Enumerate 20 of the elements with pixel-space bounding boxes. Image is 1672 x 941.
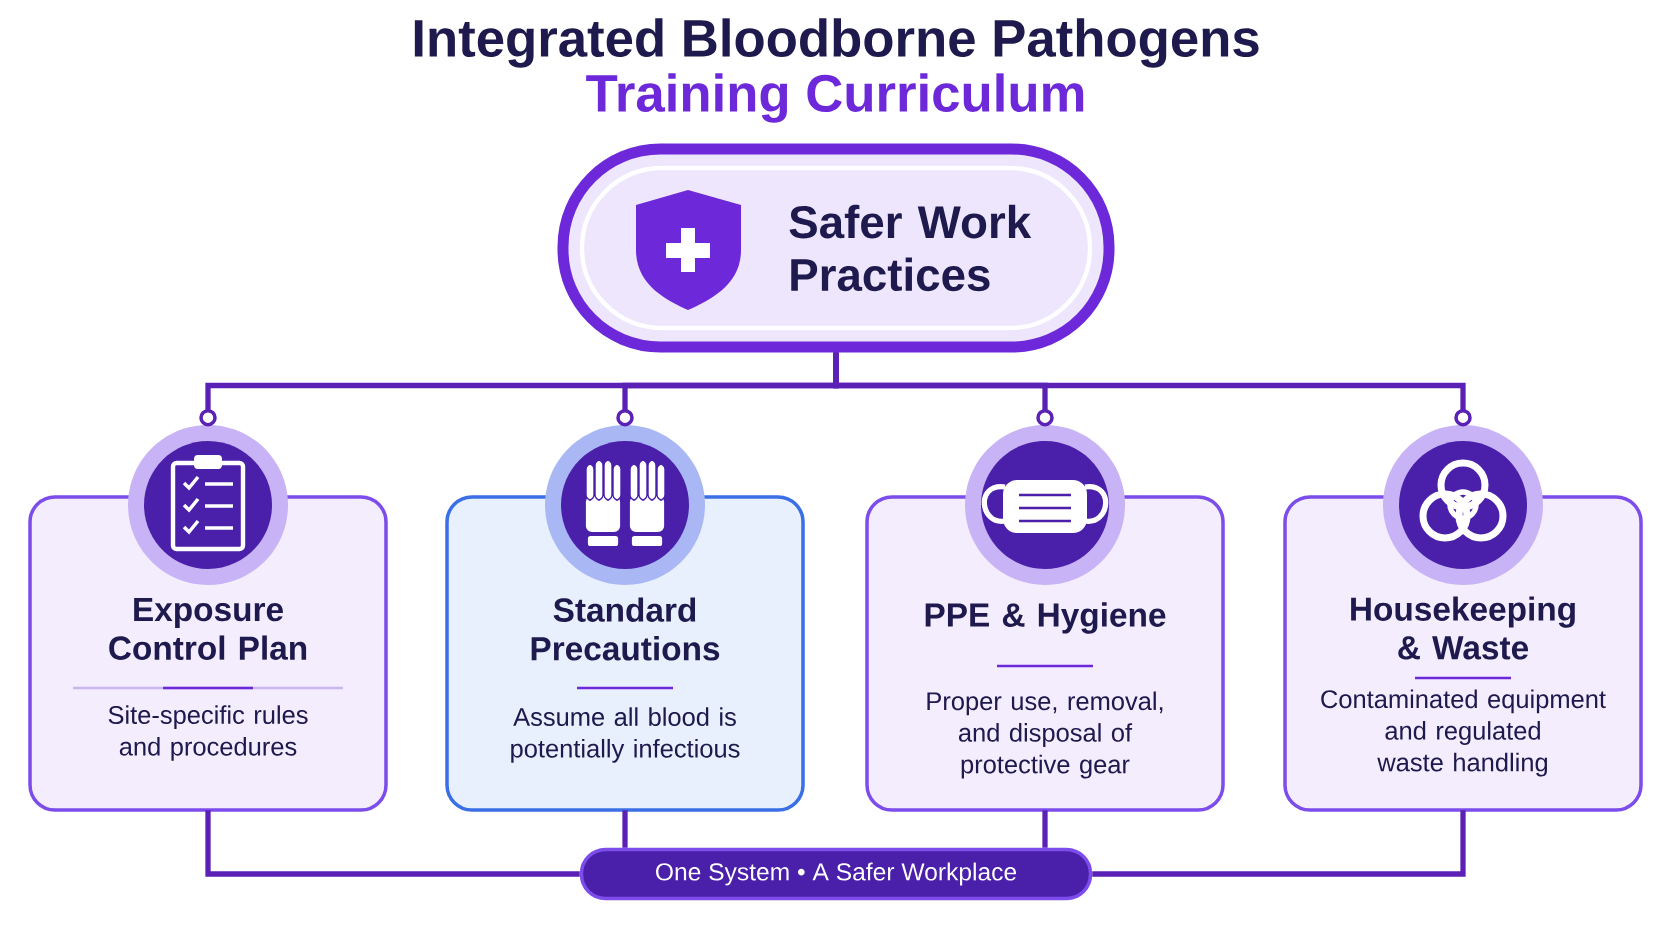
card-description: Proper use, removal, and disposal of protective gear (927, 691, 1163, 779)
banner: One System • A Safer Workplace (579, 847, 1093, 901)
connector (1042, 810, 1048, 848)
card-heading: Exposure Control Plan (109, 598, 307, 660)
connector (833, 352, 1472, 427)
connector (1092, 810, 1466, 877)
connector (622, 810, 628, 848)
card-heading: PPE & Hygiene (925, 602, 1166, 634)
card-description: Assume all blood is potentially infectious (511, 707, 740, 763)
card (28, 425, 388, 812)
card-heading: Housekeeping & Waste (1351, 596, 1575, 660)
card (445, 425, 805, 812)
card (865, 425, 1225, 812)
card-heading: Standard Precautions (531, 597, 720, 661)
connector (205, 810, 580, 877)
card (1283, 425, 1643, 812)
card-description: Site-specific rules and procedures (108, 705, 308, 761)
title: Integrated Bloodborne Pathogens (414, 18, 1259, 68)
pill-label: Safer Work Practices (789, 204, 1032, 292)
card-description: Contaminated equipment and regulated waste handling (1321, 689, 1606, 777)
